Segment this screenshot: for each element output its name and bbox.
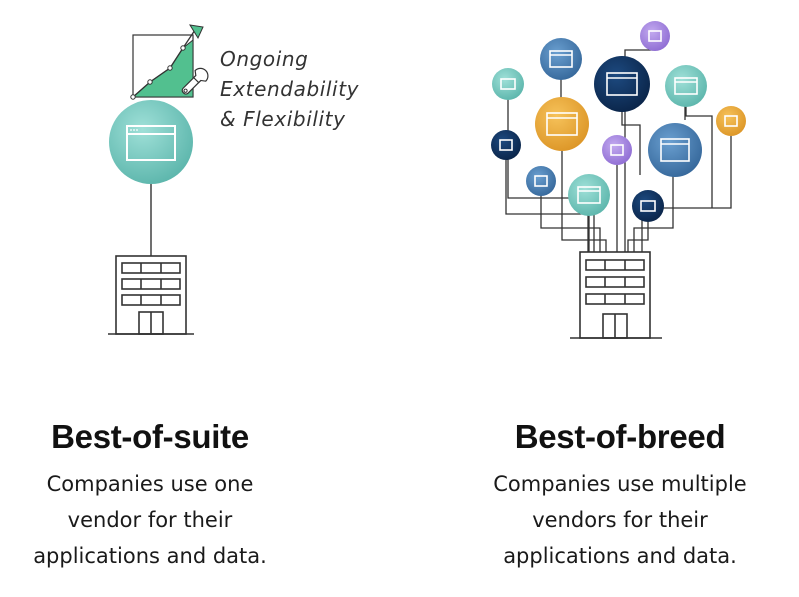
suite-illustration xyxy=(108,24,209,335)
breed-node-navy-2 xyxy=(491,130,521,160)
annotation-line: Ongoing xyxy=(220,47,309,71)
breed-node-navy-1 xyxy=(594,56,650,112)
office-building-icon xyxy=(108,255,194,335)
suite-title: Best-of-suite xyxy=(51,418,249,455)
breed-node-teal-3 xyxy=(568,174,610,216)
flexibility-annotation: Ongoing Extendability & Flexibility xyxy=(220,44,359,134)
breed-description-line: applications and data. xyxy=(503,544,737,568)
suite-description: Companies use one vendor for their appli… xyxy=(0,466,300,574)
breed-node-navy-3 xyxy=(632,190,664,222)
breed-node-orange-1 xyxy=(535,97,589,151)
breed-node-lavender-2 xyxy=(602,135,632,165)
suite-description-line: Companies use one xyxy=(46,472,254,496)
suite-caption: Best-of-suite Companies use one vendor f… xyxy=(0,412,300,574)
breed-node-orange-2 xyxy=(716,106,746,136)
app-window-icon xyxy=(126,125,176,161)
breed-description: Companies use multiple vendors for their… xyxy=(470,466,770,574)
breed-node-steel-2 xyxy=(648,123,702,177)
breed-node-lavender-1 xyxy=(640,21,670,51)
annotation-line: & Flexibility xyxy=(220,107,346,131)
office-building-icon xyxy=(570,251,662,339)
suite-app-node xyxy=(109,100,193,184)
breed-node-steel-3 xyxy=(526,166,556,196)
breed-title: Best-of-breed xyxy=(514,418,726,455)
growth-chart-icon xyxy=(130,24,204,100)
breed-description-line: vendors for their xyxy=(532,508,708,532)
breed-node-teal-1 xyxy=(492,68,524,100)
breed-illustration xyxy=(491,21,746,339)
suite-description-line: vendor for their xyxy=(67,508,233,532)
breed-node-steel-1 xyxy=(540,38,582,80)
annotation-line: Extendability xyxy=(220,77,360,101)
wrench-icon xyxy=(181,67,209,95)
suite-description-line: applications and data. xyxy=(33,544,267,568)
breed-node-teal-2 xyxy=(665,65,707,107)
breed-caption: Best-of-breed Companies use multiple ven… xyxy=(470,412,770,574)
breed-description-line: Companies use multiple xyxy=(493,472,747,496)
